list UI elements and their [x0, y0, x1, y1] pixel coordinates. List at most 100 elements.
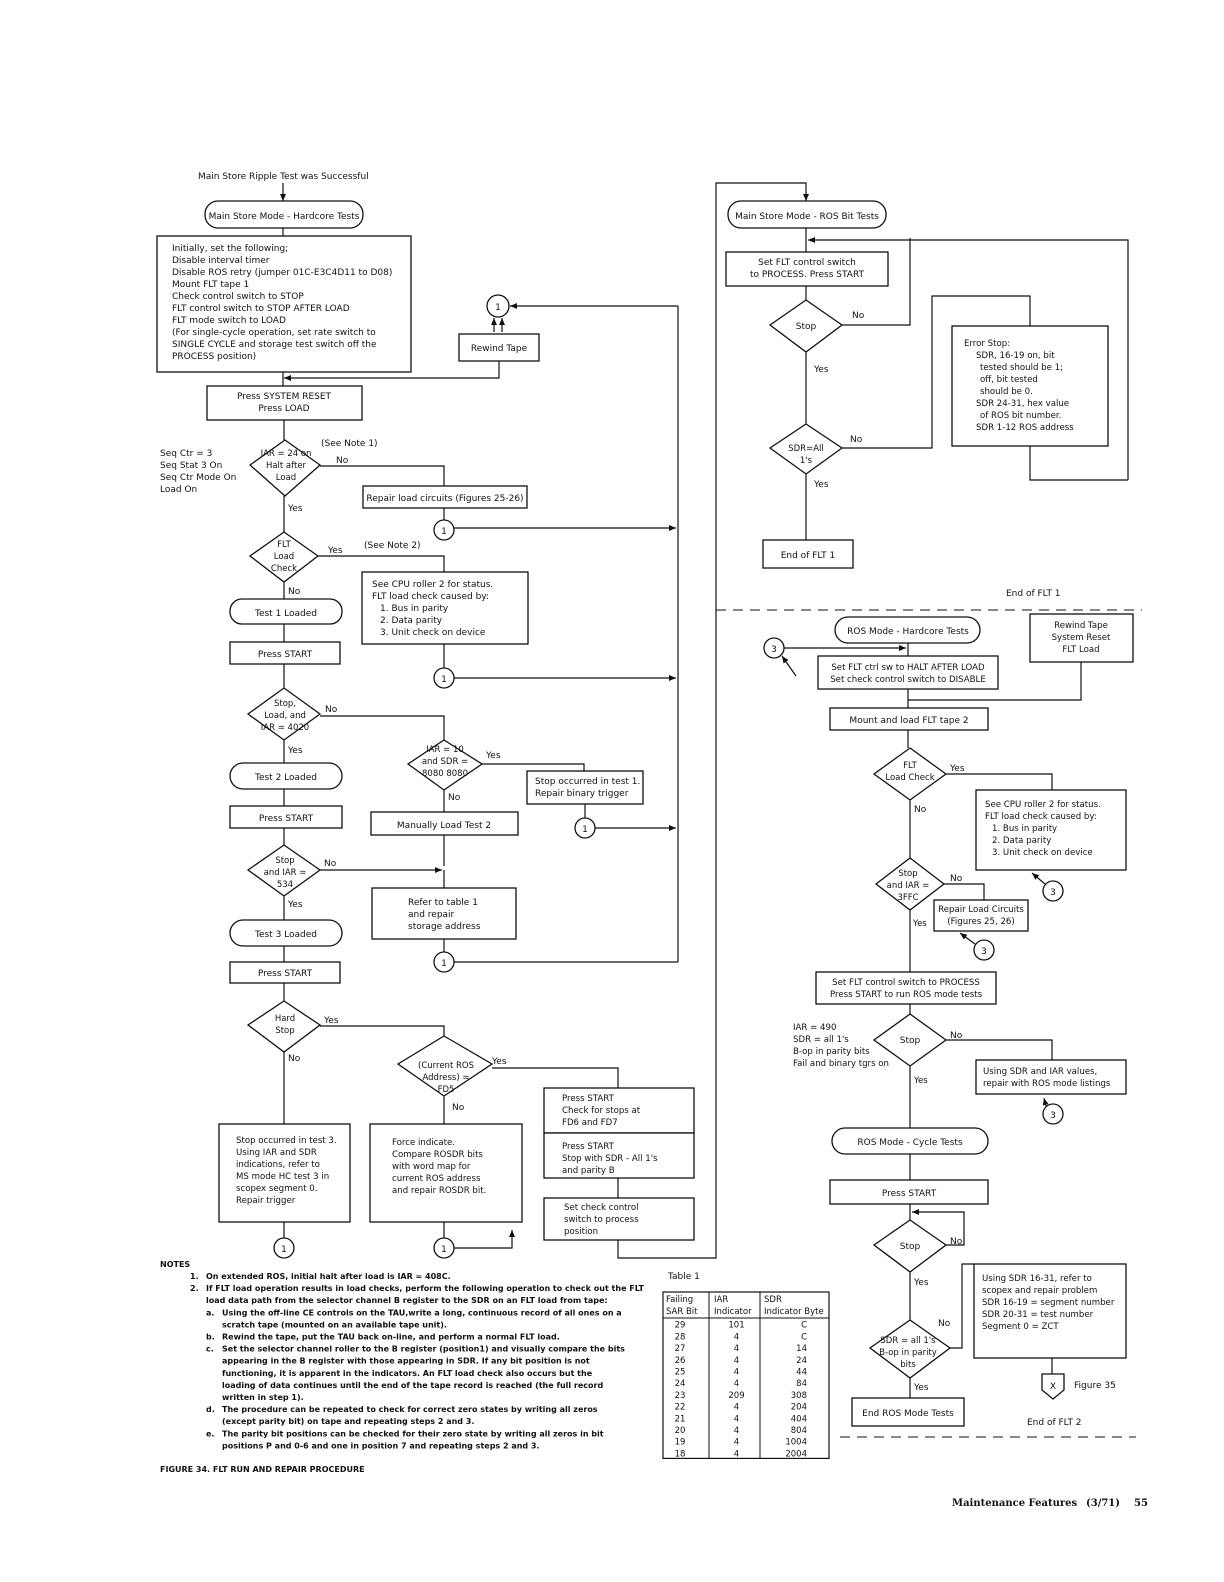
table-cell: 4: [734, 1332, 739, 1342]
set-flt-process-box: [725, 251, 889, 287]
stop534-text-2: and IAR =: [264, 868, 307, 878]
figure-caption: FIGURE 34. FLT RUN AND REPAIR PROCEDURE: [160, 1465, 365, 1474]
stop3ffc-text-3: 3FFC: [897, 893, 918, 903]
sdr-all-label-2: 1's: [800, 456, 813, 466]
press-start-1: [229, 641, 341, 665]
svg-text:of ROS bit number.: of ROS bit number.: [980, 411, 1061, 421]
iar24-yes-label: Yes: [287, 504, 303, 514]
figure-35-label: Figure 35: [1074, 1381, 1116, 1391]
see-note-2: (See Note 2): [364, 541, 421, 551]
set-check-process-box: [543, 1197, 695, 1241]
svg-text:SDR 16-19 = segment number: SDR 16-19 = segment number: [982, 1298, 1115, 1308]
cpu-roller-box-left: [361, 571, 529, 645]
table-header-cell: Failing: [666, 1295, 693, 1305]
hard-stop-yes-label: Yes: [323, 1016, 339, 1026]
note-line: Set the selector channel roller to the B…: [222, 1345, 625, 1354]
stop4020-text-2: Load, and: [264, 711, 306, 721]
svg-text:SDR = all 1's: SDR = all 1's: [793, 1035, 849, 1045]
flt-check-text-2: Load: [274, 552, 294, 562]
iar10-text-1: IAR = 10: [426, 745, 464, 755]
test3-loaded-label: Test 3 Loaded: [254, 930, 317, 940]
iar10-text-2: and SDR =: [422, 757, 468, 767]
note-label: b.: [206, 1333, 215, 1342]
connector-1-a-label: 1: [441, 527, 447, 537]
table-header-cell: SAR Bit: [666, 1307, 698, 1317]
sdr-1s-text-1: SDR = all 1's: [880, 1336, 936, 1346]
stop-cycle-label: Stop: [900, 1242, 921, 1252]
stop-ros-label: Stop: [900, 1036, 921, 1046]
current-ros-text-2: Address) =: [423, 1073, 470, 1083]
table-header-cell: Indicator: [714, 1307, 752, 1317]
stop-ros-bit-label: Stop: [796, 322, 817, 332]
see-note-1: (See Note 1): [321, 439, 378, 449]
svg-text:scopex segment 0.: scopex segment 0.: [236, 1184, 318, 1194]
stop534-text-1: Stop: [275, 856, 294, 866]
svg-text:Using SDR 16-31, refer to: Using SDR 16-31, refer to: [982, 1274, 1092, 1284]
using-sdr-iar-box: [975, 1059, 1127, 1095]
svg-text:SDR 1-12 ROS address: SDR 1-12 ROS address: [976, 423, 1074, 433]
main-store-hardcore-terminal: [204, 200, 364, 229]
notes-body: 1.On extended ROS, initial halt after lo…: [190, 1272, 645, 1450]
cpu-roller-box-right: [975, 789, 1127, 871]
sdr-1s-no-label: No: [938, 1319, 951, 1329]
stop-test1-box: [526, 770, 644, 805]
flt-check2-text-2: Load Check: [885, 773, 934, 783]
repair-load-right-text-1: Repair Load Circuits: [938, 905, 1024, 915]
table-cell: 308: [791, 1391, 807, 1401]
svg-text:See CPU roller 2 for status.: See CPU roller 2 for status.: [372, 580, 493, 590]
stop534-no-label: No: [324, 859, 337, 869]
sdr-1s-text-3: bits: [900, 1360, 916, 1370]
table-cell: 29: [675, 1321, 686, 1331]
stop3ffc-no-label: No: [950, 874, 963, 884]
note-line: loading of data continues until the end …: [222, 1381, 603, 1390]
svg-text:with word map for: with word map for: [392, 1162, 471, 1172]
svg-text:current ROS address: current ROS address: [392, 1174, 481, 1184]
end-flt1-box-label: End of FLT 1: [781, 551, 836, 561]
note-line: positions P and 0-6 and one in position …: [222, 1441, 540, 1450]
svg-text:and repair ROSDR bit.: and repair ROSDR bit.: [392, 1186, 486, 1196]
rewind-reset-load-box: [1029, 613, 1134, 663]
note-label: c.: [206, 1345, 214, 1354]
table-cell: 24: [675, 1379, 686, 1389]
stop4020-text-1: Stop,: [274, 699, 296, 709]
table-header-cell: SDR: [764, 1295, 782, 1305]
connector-1-f-label: 1: [441, 1245, 447, 1255]
table-cell: C: [801, 1321, 807, 1331]
press-start-2: [229, 805, 343, 829]
table-cell: 44: [796, 1368, 807, 1378]
stop-cycle-yes-label: Yes: [913, 1278, 929, 1288]
connector-1-d-label: 1: [441, 959, 447, 969]
stop-test1-text-1: Stop occurred in test 1.: [535, 777, 640, 787]
connector-1-b-label: 1: [441, 675, 447, 685]
svg-text:(For single-cycle operation, s: (For single-cycle operation, set rate sw…: [172, 328, 376, 338]
press-reset-load-box: [206, 385, 363, 421]
stop-cycle-no-label: No: [950, 1237, 963, 1247]
svg-text:Seq Stat 3 On: Seq Stat 3 On: [160, 461, 222, 471]
svg-text:indications, refer to: indications, refer to: [236, 1160, 320, 1170]
table-cell: 4: [734, 1438, 739, 1448]
table-cell: 28: [675, 1332, 686, 1342]
init-settings-text: Initially, set the following; Disable in…: [172, 244, 392, 362]
svg-text:Error Stop:: Error Stop:: [964, 339, 1010, 349]
fd6-text-3: FD6 and FD7: [562, 1118, 618, 1128]
table-cell: 4: [734, 1379, 739, 1389]
test2-loaded-label: Test 2 Loaded: [254, 773, 317, 783]
set-process-box: [815, 971, 997, 1005]
main-store-hardcore-label: Main Store Mode - Hardcore Tests: [209, 212, 360, 222]
flt-check2-no-label: No: [914, 805, 927, 815]
table-cell: 84: [796, 1379, 807, 1389]
entry-note: Main Store Ripple Test was Successful: [198, 172, 369, 182]
set-check-text-1: Set check control: [564, 1203, 639, 1213]
flt-check2-yes-label: Yes: [949, 764, 965, 774]
svg-text:Load On: Load On: [160, 485, 197, 495]
svg-text:1. Bus in parity: 1. Bus in parity: [992, 824, 1057, 834]
note-label: a.: [206, 1308, 214, 1317]
svg-text:should be 0.: should be 0.: [980, 387, 1033, 397]
svg-text:MS mode HC test 3 in: MS mode HC test 3 in: [236, 1172, 329, 1182]
table-cell: 22: [675, 1403, 686, 1413]
svg-text:1. Bus in parity: 1. Bus in parity: [380, 604, 449, 614]
stop-ros-no-label: No: [950, 1031, 963, 1041]
decision-iar-24-text-1: IAR = 24 on: [261, 449, 312, 459]
flt-check-text-3: Check: [271, 564, 297, 574]
decision-iar-24: [248, 439, 322, 497]
